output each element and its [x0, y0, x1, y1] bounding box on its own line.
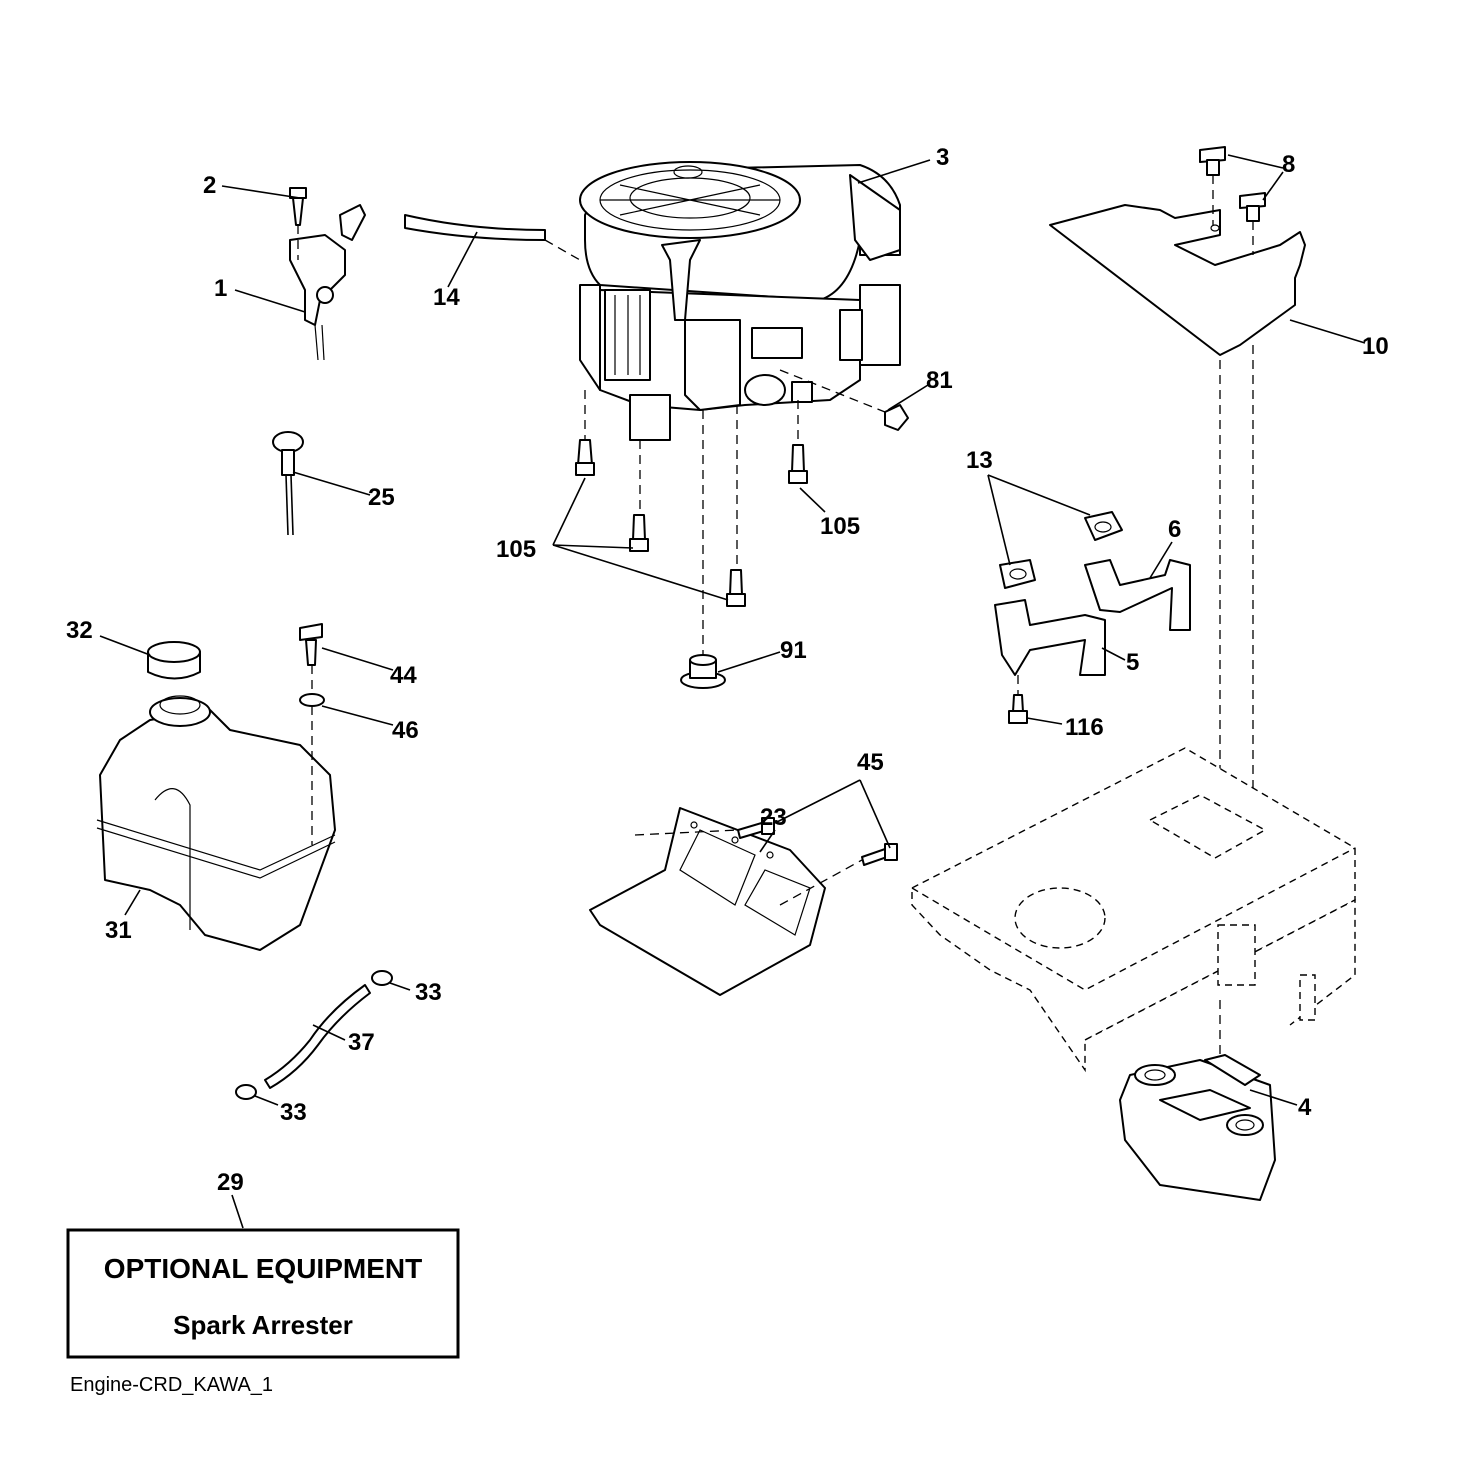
- fuel-hose-part: [264, 984, 371, 1089]
- hose-clamp-upper: [371, 970, 393, 986]
- frame-outline: [911, 747, 1356, 1073]
- bolt-105-parts: [575, 439, 808, 607]
- callout-33-lower: 33: [280, 1099, 307, 1126]
- nut-part: [884, 404, 909, 431]
- callout-6: 6: [1168, 516, 1181, 543]
- callout-33-upper: 33: [415, 979, 442, 1006]
- throttle-control-part: [289, 187, 366, 361]
- leader-lines: [99, 154, 1366, 1229]
- callout-8: 8: [1282, 151, 1295, 178]
- screw-44-part: [299, 623, 323, 666]
- callout-45: 45: [857, 749, 884, 776]
- callout-5: 5: [1126, 649, 1139, 676]
- tank-cap-part: [147, 641, 201, 680]
- callout-116: 116: [1065, 714, 1104, 741]
- diagram-caption: Engine-CRD_KAWA_1: [70, 1374, 273, 1396]
- callout-10: 10: [1362, 333, 1389, 360]
- muffler-part: [1119, 1054, 1276, 1201]
- callout-37: 37: [348, 1029, 375, 1056]
- callout-2: 2: [203, 172, 216, 199]
- exhaust-pipe-right-part: [1084, 559, 1191, 631]
- bolt-45-parts: [737, 817, 898, 866]
- washer-part: [299, 693, 325, 707]
- callout-32: 32: [66, 617, 93, 644]
- callout-29: 29: [217, 1169, 244, 1196]
- callout-1: 1: [214, 275, 227, 302]
- fuel-tank-part: [96, 695, 336, 951]
- bushing-part: [680, 654, 726, 689]
- optional-equipment-subtitle: Spark Arrester: [173, 1310, 353, 1340]
- callout-46: 46: [392, 717, 419, 744]
- callout-31: 31: [105, 917, 132, 944]
- dipstick-part: [272, 431, 304, 536]
- gasket-parts: [999, 511, 1123, 589]
- callout-4: 4: [1298, 1094, 1312, 1121]
- callout-23: 23: [760, 804, 787, 831]
- callout-105-right: 105: [820, 513, 860, 540]
- optional-equipment-title: OPTIONAL EQUIPMENT: [104, 1253, 422, 1284]
- bracket-part: [589, 807, 826, 996]
- callout-13: 13: [966, 447, 993, 474]
- callout-3: 3: [936, 144, 949, 171]
- bolt-116-part: [1008, 694, 1028, 724]
- callout-44: 44: [390, 662, 417, 689]
- hose-clamp-lower: [235, 1084, 257, 1100]
- callout-91: 91: [780, 637, 807, 664]
- screw-8-parts: [1199, 146, 1266, 222]
- callout-105-left: 105: [496, 536, 536, 563]
- callout-14: 14: [433, 284, 460, 311]
- engine-part: [579, 161, 901, 441]
- callout-81: 81: [926, 367, 953, 394]
- callout-labels: 3 2 1 14 8 10 81 25 105 105 13 6 5 91 11…: [66, 144, 1389, 1196]
- exhaust-pipe-left-part: [994, 599, 1106, 676]
- callout-25: 25: [368, 484, 395, 511]
- optional-equipment-box: OPTIONAL EQUIPMENT Spark Arrester: [66, 1228, 460, 1359]
- heat-shield-part: [1049, 204, 1306, 356]
